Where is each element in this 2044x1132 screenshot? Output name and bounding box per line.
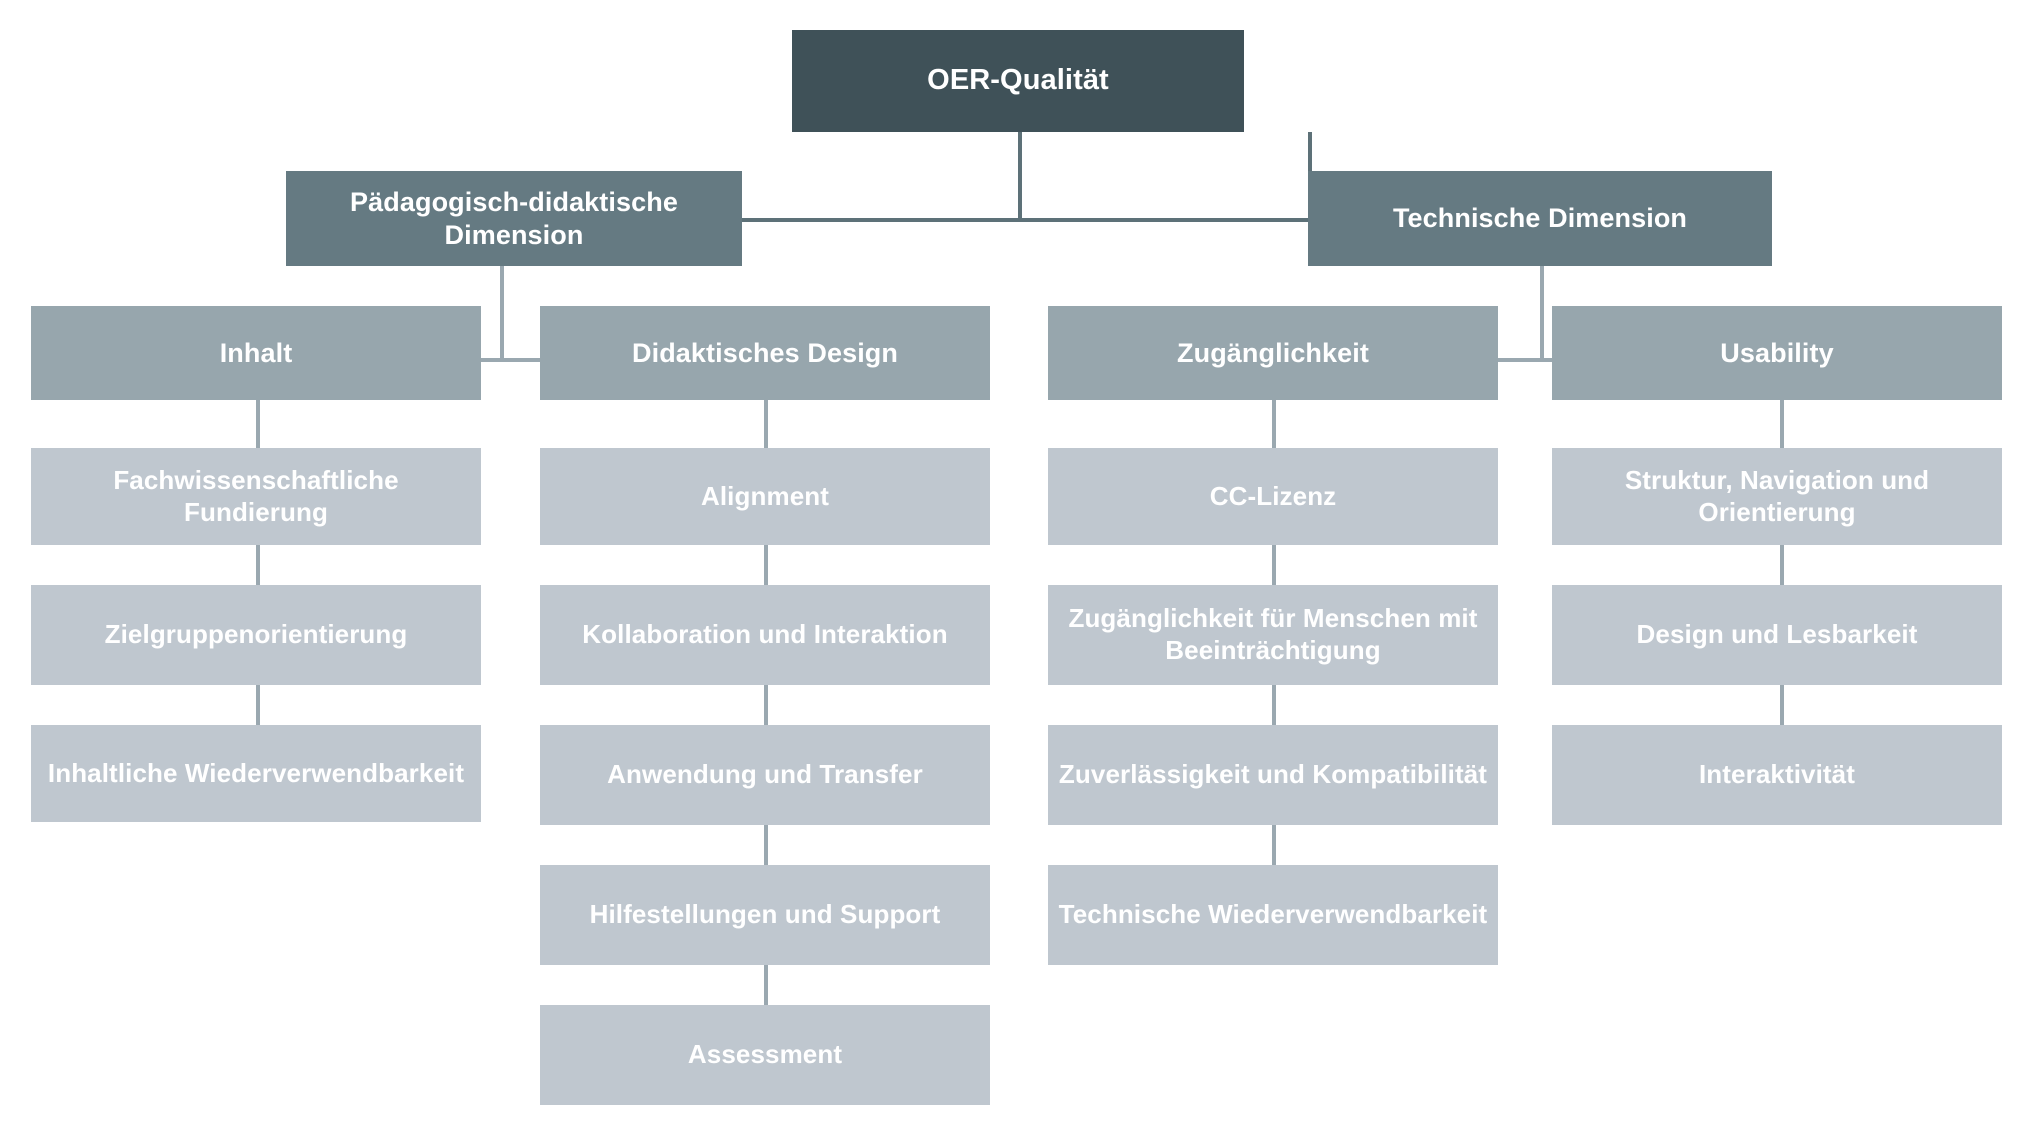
connector-inhalt-c1 bbox=[256, 400, 260, 448]
node-leaf-hilfestellungen-und-support[interactable]: Hilfestellungen und Support bbox=[540, 865, 990, 965]
node-root-oer-qualitaet[interactable]: OER-Qualität bbox=[792, 30, 1244, 132]
node-dimension-technische[interactable]: Technische Dimension bbox=[1308, 171, 1772, 266]
node-category-zugaenglichkeit[interactable]: Zugänglichkeit bbox=[1048, 306, 1498, 400]
node-leaf-anwendung-und-transfer[interactable]: Anwendung und Transfer bbox=[540, 725, 990, 825]
connector-dd-c4 bbox=[764, 825, 768, 865]
connector-us-c1 bbox=[1780, 400, 1784, 448]
connector-dd-c1 bbox=[764, 400, 768, 448]
node-leaf-interaktivitaet[interactable]: Interaktivität bbox=[1552, 725, 2002, 825]
node-leaf-technische-wiederverwendbarkeit[interactable]: Technische Wiederverwendbarkeit bbox=[1048, 865, 1498, 965]
connector-dd-c3 bbox=[764, 685, 768, 725]
node-category-usability[interactable]: Usability bbox=[1552, 306, 2002, 400]
connector-us-c2 bbox=[1780, 545, 1784, 585]
connector-zu-c2 bbox=[1272, 545, 1276, 585]
connector-technische-stem bbox=[1540, 266, 1544, 360]
node-leaf-zielgruppenorientierung[interactable]: Zielgruppenorientierung bbox=[31, 585, 481, 685]
connector-dd-c2 bbox=[764, 545, 768, 585]
node-category-didaktisches-design[interactable]: Didaktisches Design bbox=[540, 306, 990, 400]
connector-zu-c1 bbox=[1272, 400, 1276, 448]
node-leaf-zuverlaessigkeit-und-kompatibilitaet[interactable]: Zuverlässigkeit und Kompatibilität bbox=[1048, 725, 1498, 825]
node-leaf-design-und-lesbarkeit[interactable]: Design und Lesbarkeit bbox=[1552, 585, 2002, 685]
node-dimension-paedagogisch-didaktische[interactable]: Pädagogisch-didaktische Dimension bbox=[286, 171, 742, 266]
connector-dimensions-bar bbox=[500, 218, 1340, 222]
connector-zu-c4 bbox=[1272, 825, 1276, 865]
connector-zu-c3 bbox=[1272, 685, 1276, 725]
node-leaf-fachwissenschaftliche-fundierung[interactable]: Fachwissenschaftliche Fundierung bbox=[31, 448, 481, 545]
node-category-inhalt[interactable]: Inhalt bbox=[31, 306, 481, 400]
node-leaf-cc-lizenz[interactable]: CC-Lizenz bbox=[1048, 448, 1498, 545]
connector-root-stem bbox=[1018, 132, 1022, 220]
node-leaf-alignment[interactable]: Alignment bbox=[540, 448, 990, 545]
node-leaf-inhaltliche-wiederverwendbarkeit[interactable]: Inhaltliche Wiederverwendbarkeit bbox=[31, 725, 481, 822]
node-leaf-assessment[interactable]: Assessment bbox=[540, 1005, 990, 1105]
node-leaf-struktur-navigation-und-orientierung[interactable]: Struktur, Navigation und Orientierung bbox=[1552, 448, 2002, 545]
connector-inhalt-c3 bbox=[256, 685, 260, 725]
connector-dd-c5 bbox=[764, 965, 768, 1005]
connector-inhalt-c2 bbox=[256, 545, 260, 585]
node-leaf-kollaboration-und-interaktion[interactable]: Kollaboration und Interaktion bbox=[540, 585, 990, 685]
connector-paedagogisch-stem bbox=[500, 266, 504, 360]
connector-us-c3 bbox=[1780, 685, 1784, 725]
node-leaf-zugaenglichkeit-fuer-menschen-mit-beeintraechtigung[interactable]: Zugänglichkeit für Menschen mit Beeinträ… bbox=[1048, 585, 1498, 685]
